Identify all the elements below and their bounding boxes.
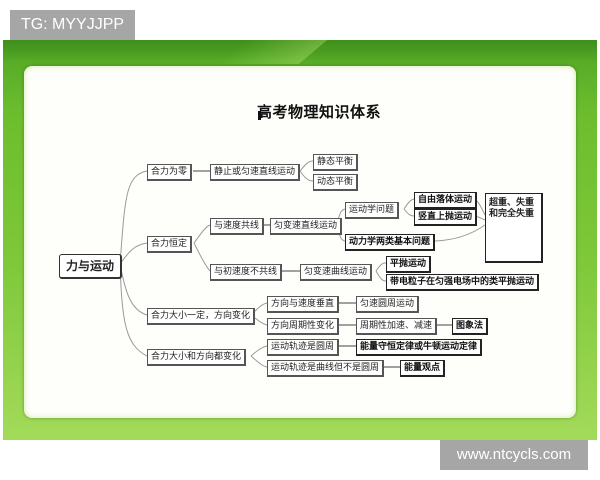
node-charged-particle-projectile: 带电粒子在匀强电场中的类平抛运动 [386,274,540,291]
node-dynamics-two-problems: 动力学两类基本问题 [345,234,436,251]
branch-both-change: 合力大小和方向都变化 [147,349,247,366]
node-vertical-throw: 竖直上抛运动 [414,209,478,226]
watermark-tg: TG: MYYJJPP [10,10,135,40]
node-circular-trajectory: 运动轨迹是圆周 [267,339,340,356]
node-projectile: 平抛运动 [386,256,432,273]
node-periodic-direction-change: 方向周期性变化 [267,318,340,335]
node-kinematics-problem: 运动学问题 [345,202,400,219]
frame-shade [3,40,597,62]
branch-constant-magnitude-changing-direction: 合力大小一定，方向变化 [147,308,256,325]
node-static-equilibrium: 静态平衡 [313,154,359,171]
title-bullet-icon [258,111,261,120]
node-dynamic-equilibrium: 动态平衡 [313,174,359,191]
node-uniform-accel-curve: 匀变速曲线运动 [300,264,373,281]
node-uniform-circular-motion: 匀速圆周运动 [356,296,420,313]
node-collinear-with-velocity: 与速度共线 [210,218,265,235]
branch-net-force-zero: 合力为零 [147,164,193,181]
node-free-fall: 自由落体运动 [414,192,478,209]
node-non-circular-curve: 运动轨迹是曲线但不是圆周 [267,360,385,377]
node-not-collinear-initial-velocity: 与初速度不共线 [210,264,283,281]
node-graph-method: 图象法 [452,318,489,335]
diagram-card [24,66,576,418]
branch-net-force-constant: 合力恒定 [147,236,193,253]
node-perpendicular-to-velocity: 方向与速度垂直 [267,296,340,313]
node-static-or-uniform-motion: 静止或匀速直线运动 [210,164,301,181]
node-energy-conservation-or-newton: 能量守恒定律或牛顿运动定律 [356,339,483,356]
watermark-site: www.ntcycls.com [440,440,588,470]
diagram-title: 高考物理知识体系 [257,103,382,121]
node-uniform-accel-linear: 匀变速直线运动 [270,218,343,235]
root-node: 力与运动 [59,254,123,279]
node-periodic-accel-decel: 周期性加速、减速 [356,318,438,335]
summary-overweight-weightless: 超重、失重和完全失重 [485,193,543,263]
node-energy-viewpoint: 能量观点 [400,360,446,377]
